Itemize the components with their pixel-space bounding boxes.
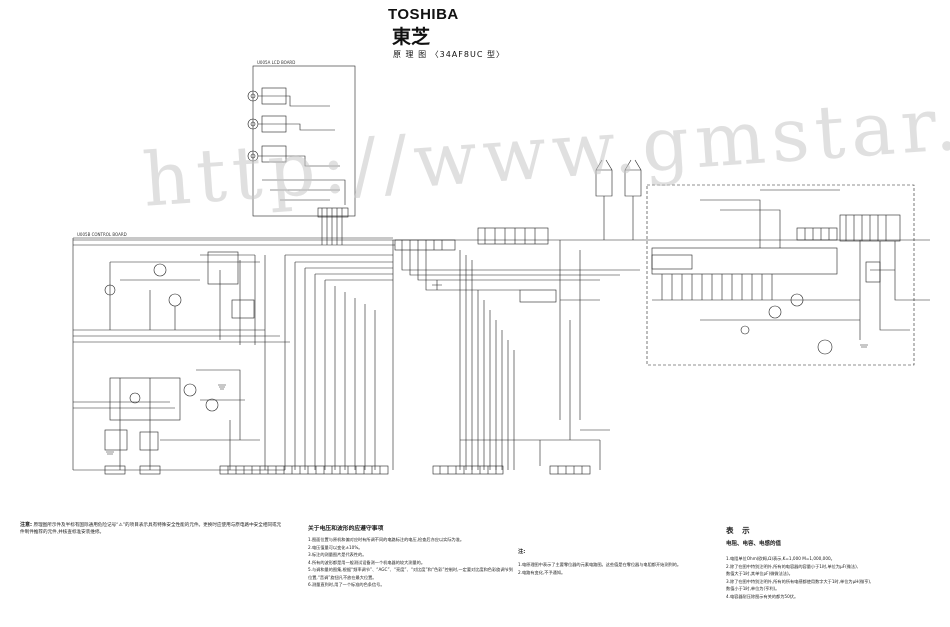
legend-item: 1.电阻单位Ohm(欧姆,Ω)表示,K=1,000 M=1,000,000。 (726, 556, 835, 561)
voltage-note-item: 3.标注的测量图片是代表性的。 (308, 552, 367, 557)
general-note-item: 1.电原理图中表示了主要零位器的元素电路图。这些值是在零位器与电阻都开始测到的。 (518, 562, 682, 567)
control-board-label: U005B CONTROL BOARD (77, 232, 127, 237)
legend-item: 数值小于1时,单位为(亨利)。 (726, 586, 780, 592)
diagram-title: 原 理 图 〈34AF8UC 型〉 (393, 50, 505, 59)
legend-item: 3.除了在图中特别注明外,所有的所有电感都使用数字大于1时,单位为μH(微亨), (726, 578, 872, 584)
legend-item: 2.除了在图中特别注明外,所有的电容器的容量小于1时,单位为μF(微法), (726, 563, 859, 569)
voltage-notes-list: 1.图面位置与原机和偏对应时有所调不同的电路标注的电压,检查后亦应以实际为准。 … (308, 536, 513, 589)
legend-list: 1.电阻单位Ohm(欧姆,Ω)表示,K=1,000 M=1,000,000。 2… (726, 555, 926, 601)
legend-subtitle: 电阻、电容、电感的值 (726, 541, 782, 547)
safety-note-text: 原理图所示件及半标有国际通用危险记号“⚠”的项目表示具有特殊安全性能的元件。更换… (20, 523, 282, 535)
voltage-note-item: 1.图面位置与原机和偏对应时有所调不同的电路标注的电压,检查后亦应以实际为准。 (308, 537, 465, 542)
safety-note: 注意: 原理图所示件及半标有国际通用危险记号“⚠”的项目表示具有特殊安全性能的元… (20, 522, 285, 536)
brand-logo-cn: 東芝 (392, 26, 431, 48)
voltage-note-item: 2.电压值量可以变化±10%。 (308, 544, 363, 550)
legend-title: 表 示 (726, 526, 753, 535)
voltage-note-item: 6.测量直到时,用了一个标准的色条信号。 (308, 582, 385, 587)
voltage-note-item: 5.与调和量的图集,根据“频率调节”、“AGC”、“亮度”、“对比度”和“色彩”… (308, 567, 513, 580)
general-notes-heading: 注: (518, 549, 526, 555)
general-notes-list: 1.电原理图中表示了主要零位器的元素电路图。这些值是在零位器与电阻都开始测到的。… (518, 561, 718, 576)
safety-note-prefix: 注意: (20, 522, 32, 528)
control-board-outline (72, 237, 393, 471)
general-note-item: 2.电路有变化,不予通知。 (518, 569, 566, 575)
lcd-board-outline (252, 65, 356, 217)
legend-item: 4.电容器耐压除图示有关的都为50伏。 (726, 593, 799, 599)
lcd-board-label: U005A LCD BOARD (257, 60, 296, 65)
brand-logo: TOSHIBA (388, 6, 459, 23)
legend-item: 数值大于1时,其单位pF(微微法法)。 (726, 571, 793, 577)
audio-amp-board (646, 184, 915, 366)
voltage-note-item: 4.所有的波形都是用一般测试设备测一个机电器的较大测量的。 (308, 559, 426, 565)
voltage-notes-title: 关于电压和波形的应遵守事项 (308, 526, 384, 532)
